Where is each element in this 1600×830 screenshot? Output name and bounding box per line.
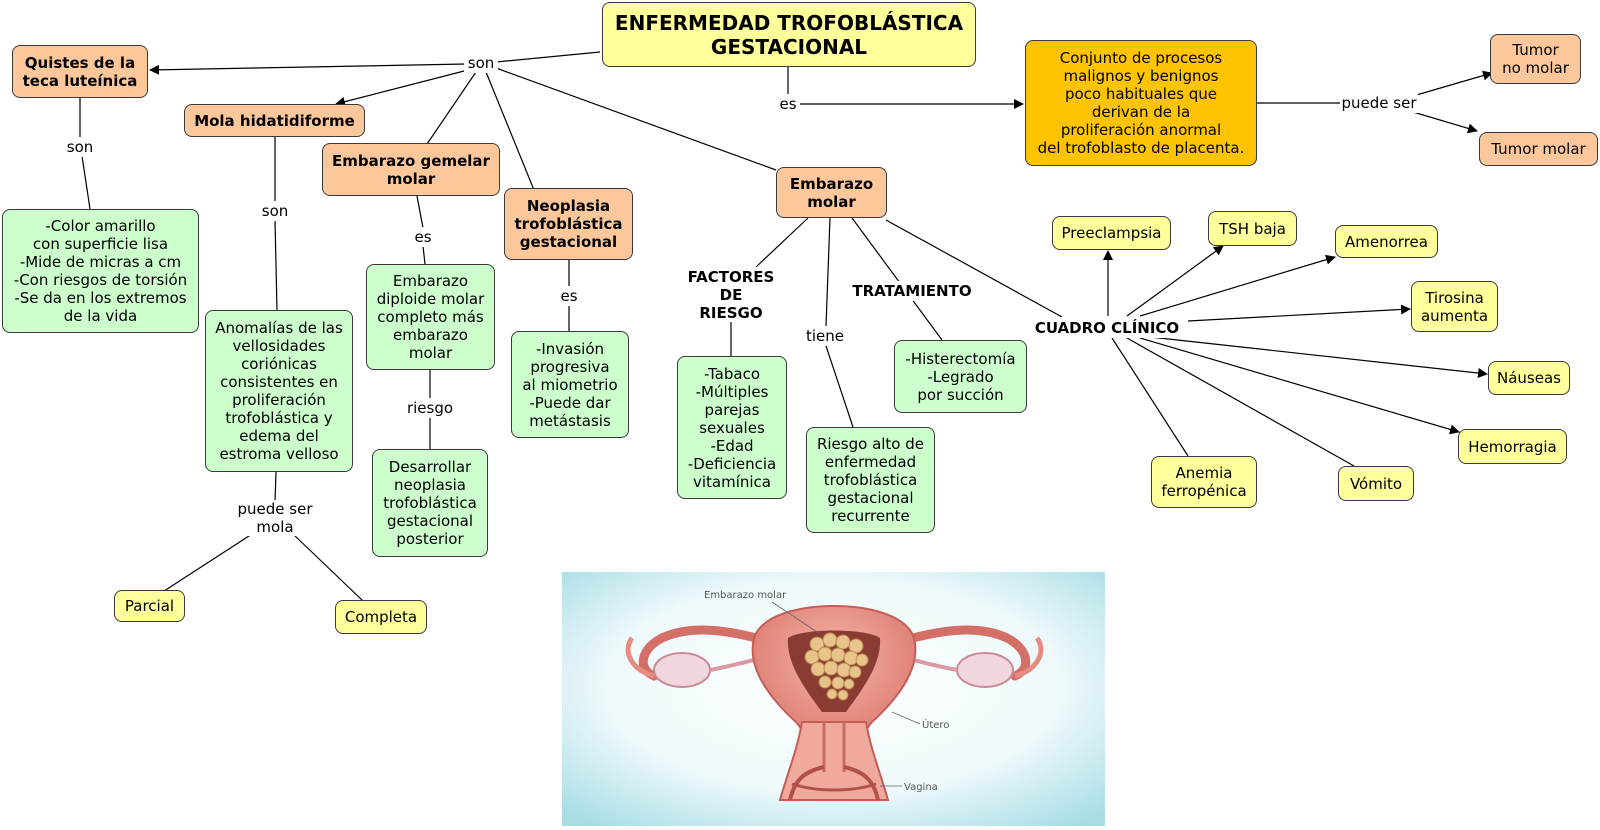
vomito-node: Vómito — [1338, 466, 1414, 501]
mola-hidatidiforme-node: Mola hidatidiforme — [184, 104, 365, 137]
quistes-node: Quistes de la teca luteínica — [12, 45, 148, 98]
link-label-tiene: tiene — [804, 326, 846, 346]
link-label-son-mola: son — [258, 201, 292, 221]
tratamiento-description: -Histerectomía -Legrado por succión — [894, 340, 1027, 413]
link-label-es-gemelar: es — [411, 227, 435, 247]
illustration-label-embarazo-molar: Embarazo molar — [704, 590, 787, 601]
tumor-no-molar-node: Tumor no molar — [1490, 34, 1581, 84]
neoplasia-node: Neoplasia trofoblástica gestacional — [504, 188, 633, 260]
gemelar-riesgo-node: Desarrollar neoplasia trofoblástica gest… — [372, 449, 488, 557]
tratamiento-label: TRATAMIENTO — [845, 281, 979, 301]
quistes-description: -Color amarillo con superficie lisa -Mid… — [2, 209, 199, 333]
page-title: ENFERMEDAD TROFOBLÁSTICA GESTACIONAL — [602, 2, 976, 67]
gemelar-description: Embarazo diploide molar completo más emb… — [366, 264, 495, 370]
embarazo-molar-node: Embarazo molar — [776, 167, 887, 218]
riesgo-alto-node: Riesgo alto de enfermedad trofoblástica … — [806, 427, 935, 533]
link-label-puede-ser-mola: puede ser mola — [232, 500, 318, 536]
link-label-son-quistes: son — [63, 137, 97, 157]
tirosina-node: Tirosina aumenta — [1411, 281, 1498, 332]
parcial-node: Parcial — [114, 590, 185, 622]
anemia-node: Anemia ferropénica — [1151, 456, 1257, 508]
completa-node: Completa — [335, 600, 427, 634]
uterus-illustration: Embarazo molar Útero Vagina — [562, 572, 1105, 826]
neoplasia-description: -Invasión progresiva al miometrio -Puede… — [511, 331, 629, 438]
link-label-riesgo: riesgo — [405, 398, 455, 418]
link-label-es-neoplasia: es — [557, 286, 581, 306]
illustration-label-utero: Útero — [922, 718, 949, 731]
factores-riesgo-label: FACTORES DE RIESGO — [680, 267, 782, 322]
factores-riesgo-description: -Tabaco -Múltiples parejas sexuales -Eda… — [677, 356, 787, 499]
mola-description: Anomalías de las vellosidades coriónicas… — [205, 310, 353, 472]
illustration-label-vagina: Vagina — [904, 782, 938, 793]
nauseas-node: Náuseas — [1488, 361, 1570, 395]
amenorrea-node: Amenorrea — [1335, 225, 1438, 258]
definition-node: Conjunto de procesos malignos y benignos… — [1025, 40, 1257, 166]
tumor-molar-node: Tumor molar — [1479, 132, 1598, 166]
cuadro-clinico-label: CUADRO CLÍNICO — [1026, 317, 1188, 338]
link-label-es: es — [776, 94, 800, 114]
preeclampsia-node: Preeclampsia — [1052, 216, 1171, 250]
link-label-puede-ser: puede ser — [1340, 93, 1418, 113]
link-label-son: son — [464, 53, 498, 73]
tsh-baja-node: TSH baja — [1208, 211, 1297, 246]
gemelar-node: Embarazo gemelar molar — [322, 143, 500, 196]
hemorragia-node: Hemorragia — [1458, 429, 1567, 464]
